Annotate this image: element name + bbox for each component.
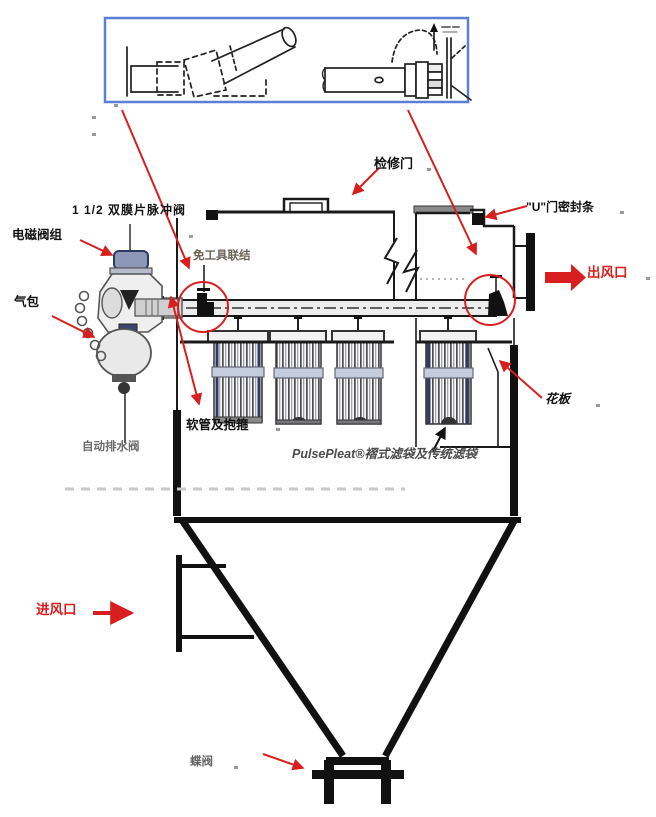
filter-bag-pointer — [432, 426, 446, 452]
filter-bags — [207, 315, 477, 425]
detail-inset — [103, 16, 472, 104]
tube-sheet-arrow — [498, 359, 543, 399]
label-tube-sheet: 花板 — [545, 392, 571, 406]
label-auto-drain-valve: 自动排水阀 — [82, 441, 140, 453]
housing — [65, 197, 535, 516]
pulse-valve-assembly — [74, 224, 179, 443]
inset-right-joint-detail — [321, 23, 472, 101]
label-u-door-seal: "U"门密封条 — [526, 200, 595, 214]
label-pulse-valve: 1 1/2 双膜片脉冲阀 — [72, 203, 187, 217]
inset-left-joint-detail — [126, 26, 297, 99]
callout-line-left-detail — [121, 109, 191, 270]
filter-bag — [207, 330, 269, 424]
label-butterfly-valve: 蝶阀 — [190, 756, 213, 768]
tiny-note-marks — [441, 26, 460, 33]
filter-bag — [269, 330, 327, 425]
label-air-outlet: 出风口 — [587, 265, 628, 280]
filter-bag — [419, 330, 477, 425]
filter-bag — [331, 330, 385, 425]
label-filter-bags: PulsePleat®褶式滤袋及传统滤袋 — [292, 447, 477, 461]
solenoid-arrow — [79, 239, 114, 257]
annotations — [51, 109, 586, 771]
u-seal-arrow — [484, 205, 528, 221]
butterfly-valve — [312, 757, 404, 804]
inlet-duct — [176, 555, 254, 652]
label-tool-free-joint: 免工具联结 — [193, 250, 251, 262]
detail-circle-right — [464, 274, 516, 326]
label-hose-and-clamp: 软管及抱箍 — [186, 418, 249, 432]
label-air-inlet: 进风口 — [36, 602, 77, 617]
hose-clamp-pointer — [167, 295, 203, 406]
detail-circle-left — [177, 281, 229, 333]
access-door-arrow — [351, 167, 380, 196]
hopper — [174, 517, 521, 758]
outlet-arrow — [545, 264, 586, 291]
label-access-door: 检修门 — [374, 156, 414, 171]
butterfly-valve-arrow — [262, 753, 305, 771]
scan-artifacts — [92, 104, 650, 769]
callout-line-right-detail — [407, 109, 477, 256]
label-solenoid-group: 电磁阀组 — [12, 228, 63, 242]
air-tank-arrow — [51, 315, 96, 338]
label-air-tank: 气包 — [14, 295, 40, 309]
